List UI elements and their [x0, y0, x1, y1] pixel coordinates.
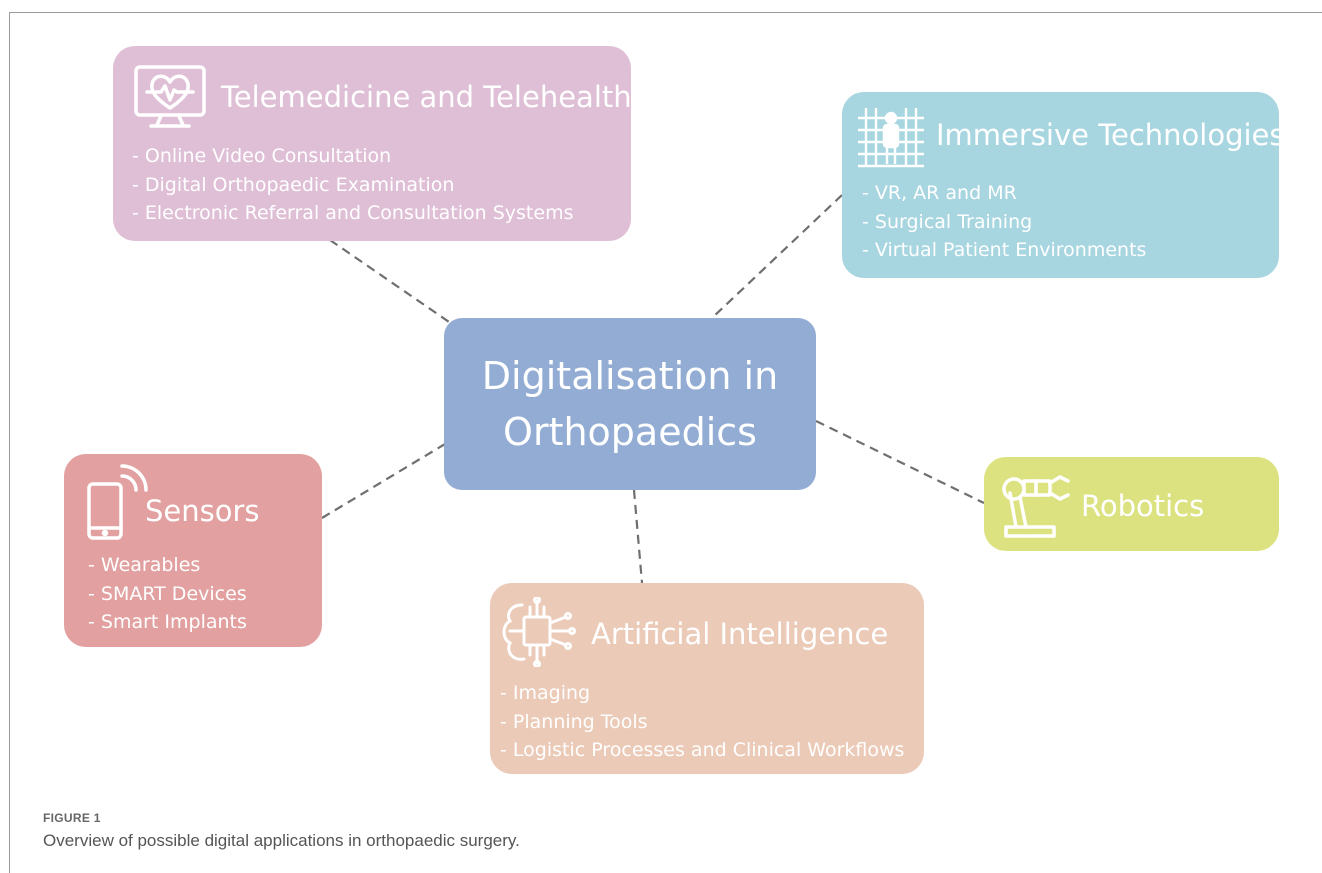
vr-person-grid-icon	[858, 108, 924, 168]
robotics-title: Robotics	[1081, 489, 1205, 523]
list-item: - Digital Orthopaedic Examination	[132, 173, 455, 196]
sensors-list: - Wearables - SMART Devices - Smart Impl…	[88, 551, 247, 637]
telemedicine-title: Telemedicine and Telehealth	[221, 80, 632, 114]
immersive-title: Immersive Technologies	[936, 118, 1285, 152]
telemedicine-list: - Online Video Consultation - Digital Or…	[132, 142, 573, 228]
immersive-list: - VR, AR and MR - Surgical Training - Vi…	[862, 179, 1146, 265]
heart-monitor-icon	[134, 65, 206, 128]
sensors-node: Sensors - Wearables - SMART Devices - Sm…	[64, 454, 322, 647]
list-item: - VR, AR and MR	[862, 182, 1017, 204]
list-item: - Wearables	[88, 554, 201, 576]
list-item: - Imaging	[500, 682, 591, 704]
list-item: - Online Video Consultation	[132, 145, 392, 167]
robot-arm-icon	[1002, 475, 1070, 538]
ai-list: - Imaging - Planning Tools - Logistic Pr…	[500, 679, 904, 765]
list-item: - Virtual Patient Environments	[862, 239, 1147, 261]
figure-label: FIGURE 1	[43, 811, 101, 825]
connector-robotics	[815, 420, 985, 504]
list-item: - Planning Tools	[500, 710, 648, 733]
smartphone-signal-icon	[87, 464, 148, 540]
robotics-node: Robotics	[984, 457, 1279, 551]
immersive-technologies-node: Immersive Technologies - VR, AR and MR -…	[842, 92, 1285, 278]
figure-frame-top	[9, 12, 1322, 13]
sensors-title: Sensors	[145, 494, 260, 528]
center-node: Digitalisation in Orthopaedics	[444, 318, 816, 490]
list-item: - Logistic Processes and Clinical Workfl…	[500, 739, 905, 761]
telemedicine-node: Telemedicine and Telehealth - Online Vid…	[113, 46, 632, 241]
center-title-line2: Orthopaedics	[503, 410, 757, 454]
connector-ai	[632, 489, 644, 584]
list-item: - Electronic Referral and Consultation S…	[132, 202, 574, 224]
ai-chip-brain-icon	[502, 597, 576, 667]
ai-title: Artificial Intelligence	[591, 617, 889, 651]
artificial-intelligence-node: Artificial Intelligence - Imaging - Plan…	[490, 583, 924, 774]
connector-immersive	[711, 194, 843, 319]
connector-sensors	[321, 443, 446, 519]
figure-caption: Overview of possible digital application…	[43, 831, 520, 850]
list-item: - Smart Implants	[88, 611, 247, 633]
center-title-line1: Digitalisation in	[481, 354, 779, 398]
connector-telemedicine	[329, 239, 453, 325]
figure-frame-left	[9, 12, 10, 873]
list-item: - SMART Devices	[88, 582, 247, 605]
list-item: - Surgical Training	[862, 210, 1033, 233]
